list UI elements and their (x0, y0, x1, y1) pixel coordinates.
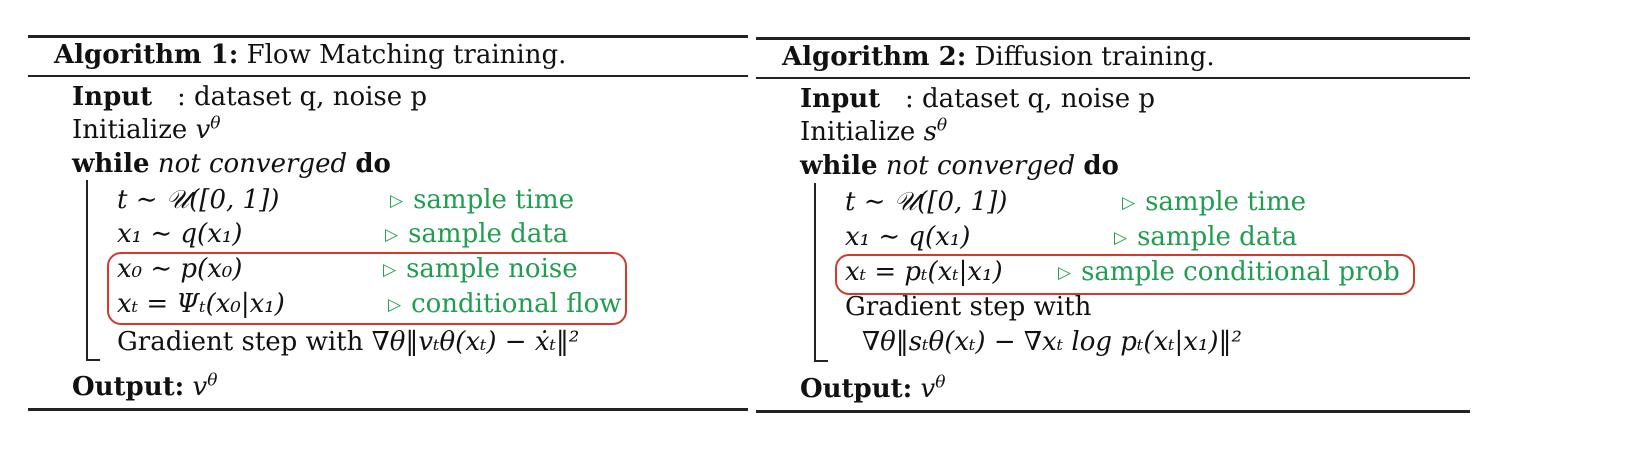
input-keyword: Input (72, 82, 153, 112)
bottom-rule (28, 408, 748, 411)
sample-conditional-prob-comment: ▷sample conditional prob (1058, 257, 1400, 287)
conditional-flow-comment: ▷conditional flow (388, 289, 622, 319)
sample-time-comment: ▷sample time (1122, 187, 1306, 217)
comment-marker-icon: ▷ (388, 295, 402, 315)
algorithm-2: Algorithm 2: Diffusion training. Input :… (756, 0, 1470, 452)
loop-bar-foot (86, 359, 100, 361)
algorithm-name: Diffusion training. (974, 42, 1215, 72)
top-rule (756, 37, 1470, 40)
sample-time-comment: ▷sample time (390, 185, 574, 215)
output-keyword: Output: (72, 372, 185, 402)
output-line: Output: vθ (72, 371, 217, 403)
loop-bar (86, 180, 88, 360)
sample-data-comment: ▷sample data (385, 219, 569, 249)
sample-data-step: x₁ ∼ q(x₁) (845, 222, 971, 252)
while-keyword: while (72, 149, 150, 179)
title-rule (756, 77, 1470, 79)
output-superscript: θ (935, 372, 946, 393)
algorithm-name: Flow Matching training. (246, 40, 567, 70)
comment-marker-icon: ▷ (1114, 228, 1128, 248)
sample-time-step: t ∼ 𝒰([0, 1]) (845, 187, 1008, 217)
comment-marker-icon: ▷ (383, 260, 397, 280)
input-keyword: Input (800, 84, 881, 114)
algorithm-title: Algorithm 2: Diffusion training. (782, 42, 1215, 72)
output-line: Output: vθ (800, 373, 945, 405)
gradient-text: Gradient step with (845, 292, 1092, 322)
input-line: Input : dataset q, noise p (800, 83, 1155, 115)
while-condition: not converged (157, 149, 348, 179)
init-variable: s (923, 117, 937, 147)
do-keyword: do (355, 149, 391, 179)
sample-noise-step: x₀ ∼ p(x₀) (117, 254, 243, 284)
highlight-box (835, 254, 1415, 295)
while-keyword: while (800, 151, 878, 181)
sample-conditional-prob-step: xₜ = pₜ(xₜ|x₁) (845, 257, 1003, 287)
init-superscript: θ (210, 113, 221, 134)
do-keyword: do (1083, 151, 1119, 181)
comment-marker-icon: ▷ (1058, 263, 1072, 283)
output-variable: v (192, 372, 208, 402)
output-variable: v (920, 374, 936, 404)
init-variable: v (195, 115, 211, 145)
init-text: Initialize (800, 117, 916, 147)
while-condition: not converged (885, 151, 1076, 181)
input-description: : dataset q, noise p (176, 82, 428, 112)
input-description: : dataset q, noise p (904, 84, 1156, 114)
input-line: Input : dataset q, noise p (72, 81, 427, 113)
title-rule (28, 75, 748, 77)
top-rule (28, 35, 748, 38)
algorithm-label: Algorithm 1: (54, 40, 239, 70)
loop-bar-foot (814, 360, 828, 362)
loop-bar (814, 183, 816, 361)
init-superscript: θ (936, 115, 948, 136)
while-line: while not converged do (800, 150, 1119, 182)
gradient-formula: ∇θ‖sₜθ(xₜ) − ∇xₜ log pₜ(xₜ|x₁)‖² (862, 327, 1242, 357)
init-line: Initialize vθ (72, 114, 221, 146)
init-line: Initialize sθ (800, 116, 947, 148)
sample-noise-comment: ▷sample noise (383, 254, 578, 284)
algorithm-1: Algorithm 1: Flow Matching training. Inp… (28, 0, 748, 452)
output-keyword: Output: (800, 374, 913, 404)
sample-data-step: x₁ ∼ q(x₁) (117, 219, 243, 249)
conditional-flow-step: xₜ = Ψₜ(x₀|x₁) (117, 289, 285, 319)
comment-marker-icon: ▷ (1122, 193, 1136, 213)
gradient-formula: ∇θ‖vₜθ(xₜ) − ẋₜ‖² (371, 327, 580, 357)
while-line: while not converged do (72, 148, 391, 180)
comment-marker-icon: ▷ (390, 191, 404, 211)
gradient-text: Gradient step with (117, 327, 364, 357)
sample-data-comment: ▷sample data (1114, 222, 1298, 252)
algorithm-label: Algorithm 2: (782, 42, 967, 72)
bottom-rule (756, 410, 1470, 413)
algorithm-title: Algorithm 1: Flow Matching training. (54, 40, 566, 70)
sample-time-step: t ∼ 𝒰([0, 1]) (117, 185, 280, 215)
output-superscript: θ (207, 370, 218, 391)
init-text: Initialize (72, 115, 188, 145)
highlight-box (107, 252, 627, 325)
gradient-line: Gradient step with ∇θ‖vₜθ(xₜ) − ẋₜ‖² (117, 326, 579, 358)
comment-marker-icon: ▷ (385, 225, 399, 245)
